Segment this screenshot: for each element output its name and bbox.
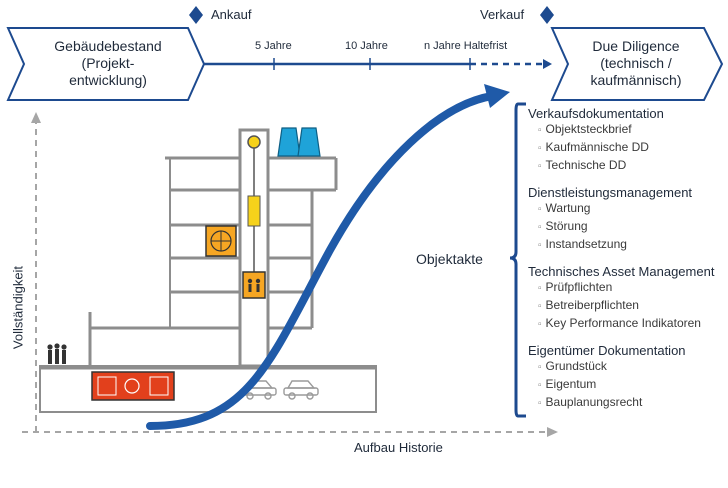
- list-item: Störung: [538, 218, 714, 236]
- right-chevron-line-2: (technisch /: [600, 55, 672, 71]
- list-item: Bauplanungsrecht: [538, 394, 714, 412]
- objektakte-label: Objektakte: [416, 251, 483, 267]
- x-axis-label: Aufbau Historie: [354, 440, 443, 455]
- left-chevron-line-3: entwicklung): [69, 72, 147, 88]
- list-item: Betreiberpflichten: [538, 297, 714, 315]
- right-chevron-line-1: Due Diligence: [592, 38, 680, 54]
- list-item: Prüfpflichten: [538, 279, 714, 297]
- list-item: Kaufmännische DD: [538, 139, 714, 157]
- x-axis-arrowhead: [547, 427, 558, 437]
- list-item: Wartung: [538, 200, 714, 218]
- tick-label-5: 5 Jahre: [255, 40, 292, 52]
- list-item: Grundstück: [538, 358, 714, 376]
- section-title: Dienstleistungsmanagement: [528, 185, 693, 200]
- section-title: Eigentümer Dokumentation: [528, 343, 686, 358]
- list-item: Instandsetzung: [538, 236, 714, 254]
- timeline-arrowhead: [543, 59, 552, 69]
- left-chevron-line-2: (Projekt-: [81, 55, 135, 71]
- ankauf-label: Ankauf: [211, 7, 252, 22]
- list-item: Key Performance Indikatoren: [538, 315, 714, 333]
- tick-label-10: 10 Jahre: [345, 40, 388, 52]
- right-chevron-line-3: kaufmännisch): [590, 72, 682, 88]
- section-dienstleistungsmanagement: Dienstleistungsmanagement Wartung Störun…: [528, 185, 714, 254]
- section-eigentuemer-dokumentation: Eigentümer Dokumentation Grundstück Eige…: [528, 343, 714, 412]
- y-axis-label: Vollständigkeit: [10, 265, 26, 350]
- section-technisches-asset-management: Technisches Asset Management Prüfpflicht…: [528, 264, 714, 333]
- list-item: Eigentum: [538, 376, 714, 394]
- right-chevron-text: Due Diligence (technisch / kaufmännisch): [566, 38, 706, 89]
- verkauf-label: Verkauf: [480, 7, 525, 22]
- growth-curve-arrowhead: [484, 84, 510, 108]
- left-chevron-text: Gebäudebestand (Projekt- entwicklung): [28, 38, 188, 89]
- right-chevron: [550, 27, 724, 101]
- objektakte-bracket: [509, 102, 526, 418]
- ankauf-diamond: [189, 6, 203, 24]
- section-title: Verkaufsdokumentation: [528, 106, 664, 121]
- left-chevron: [6, 27, 206, 101]
- tick-label-n: n Jahre Haltefrist: [424, 40, 508, 52]
- section-title: Technisches Asset Management: [528, 264, 715, 279]
- growth-curve: [146, 92, 496, 430]
- list-item: Technische DD: [538, 157, 714, 175]
- y-axis-arrowhead: [31, 112, 41, 123]
- building: [39, 127, 377, 413]
- list-item: Objektsteckbrief: [538, 121, 714, 139]
- section-list: Verkaufsdokumentation Objektsteckbrief K…: [528, 106, 714, 412]
- left-chevron-line-1: Gebäudebestand: [54, 38, 162, 54]
- verkauf-diamond: [540, 6, 554, 24]
- section-verkaufsdokumentation: Verkaufsdokumentation Objektsteckbrief K…: [528, 106, 714, 175]
